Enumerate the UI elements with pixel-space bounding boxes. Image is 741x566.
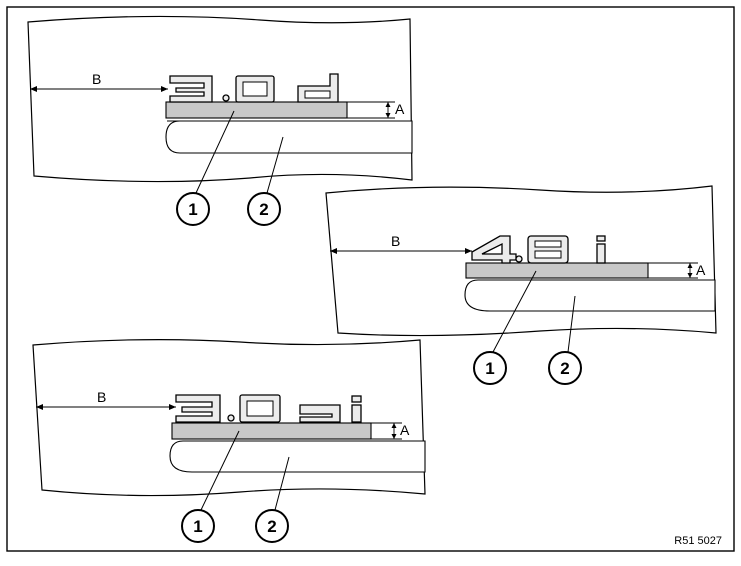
dimension-b-label: B — [97, 389, 106, 405]
trim-panel — [464, 279, 716, 312]
badge-3-0si-emblem — [175, 394, 362, 423]
callout-2: 2 — [247, 192, 281, 226]
figure-code: R51 5027 — [674, 535, 722, 547]
leader-1 — [195, 110, 235, 194]
dimension-a-label: A — [400, 422, 410, 438]
badge-3-0d-emblem — [169, 73, 339, 103]
badge-4-8i-emblem — [471, 235, 606, 264]
svg-text:1: 1 — [188, 200, 197, 219]
callout-1: 1 — [473, 351, 507, 385]
callout-1: 1 — [181, 509, 215, 543]
svg-text:1: 1 — [193, 517, 202, 536]
dimension-a-arrows — [687, 263, 693, 278]
adhesive-strip — [171, 422, 372, 440]
svg-text:2: 2 — [259, 200, 268, 219]
dimension-b-label: B — [391, 233, 400, 249]
dimension-b-label: B — [92, 71, 101, 87]
dimension-a-arrows — [385, 102, 391, 118]
leader-1 — [200, 430, 240, 511]
figure-frame — [6, 6, 735, 552]
trim-panel — [165, 120, 413, 154]
adhesive-strip — [165, 101, 348, 119]
dimension-a-label: A — [395, 101, 405, 117]
callout-1: 1 — [176, 192, 210, 226]
leader-2 — [567, 295, 576, 353]
leader-2 — [266, 136, 284, 194]
trim-panel — [169, 440, 426, 473]
leader-1 — [492, 270, 537, 353]
svg-text:2: 2 — [560, 359, 569, 378]
panel-3-0d: B A 1 2 — [27, 15, 413, 226]
callout-2: 2 — [548, 351, 582, 385]
panel-3-0si: B A 1 2 — [32, 339, 426, 543]
dimension-a-label: A — [696, 262, 706, 278]
svg-text:1: 1 — [485, 359, 494, 378]
callout-2: 2 — [255, 509, 289, 543]
panel-4-8i: B A 1 2 — [325, 185, 717, 385]
body-panel — [27, 15, 413, 183]
svg-text:2: 2 — [267, 517, 276, 536]
adhesive-strip — [465, 262, 649, 279]
leader-2 — [274, 456, 290, 511]
dimension-a-arrows — [391, 423, 397, 439]
